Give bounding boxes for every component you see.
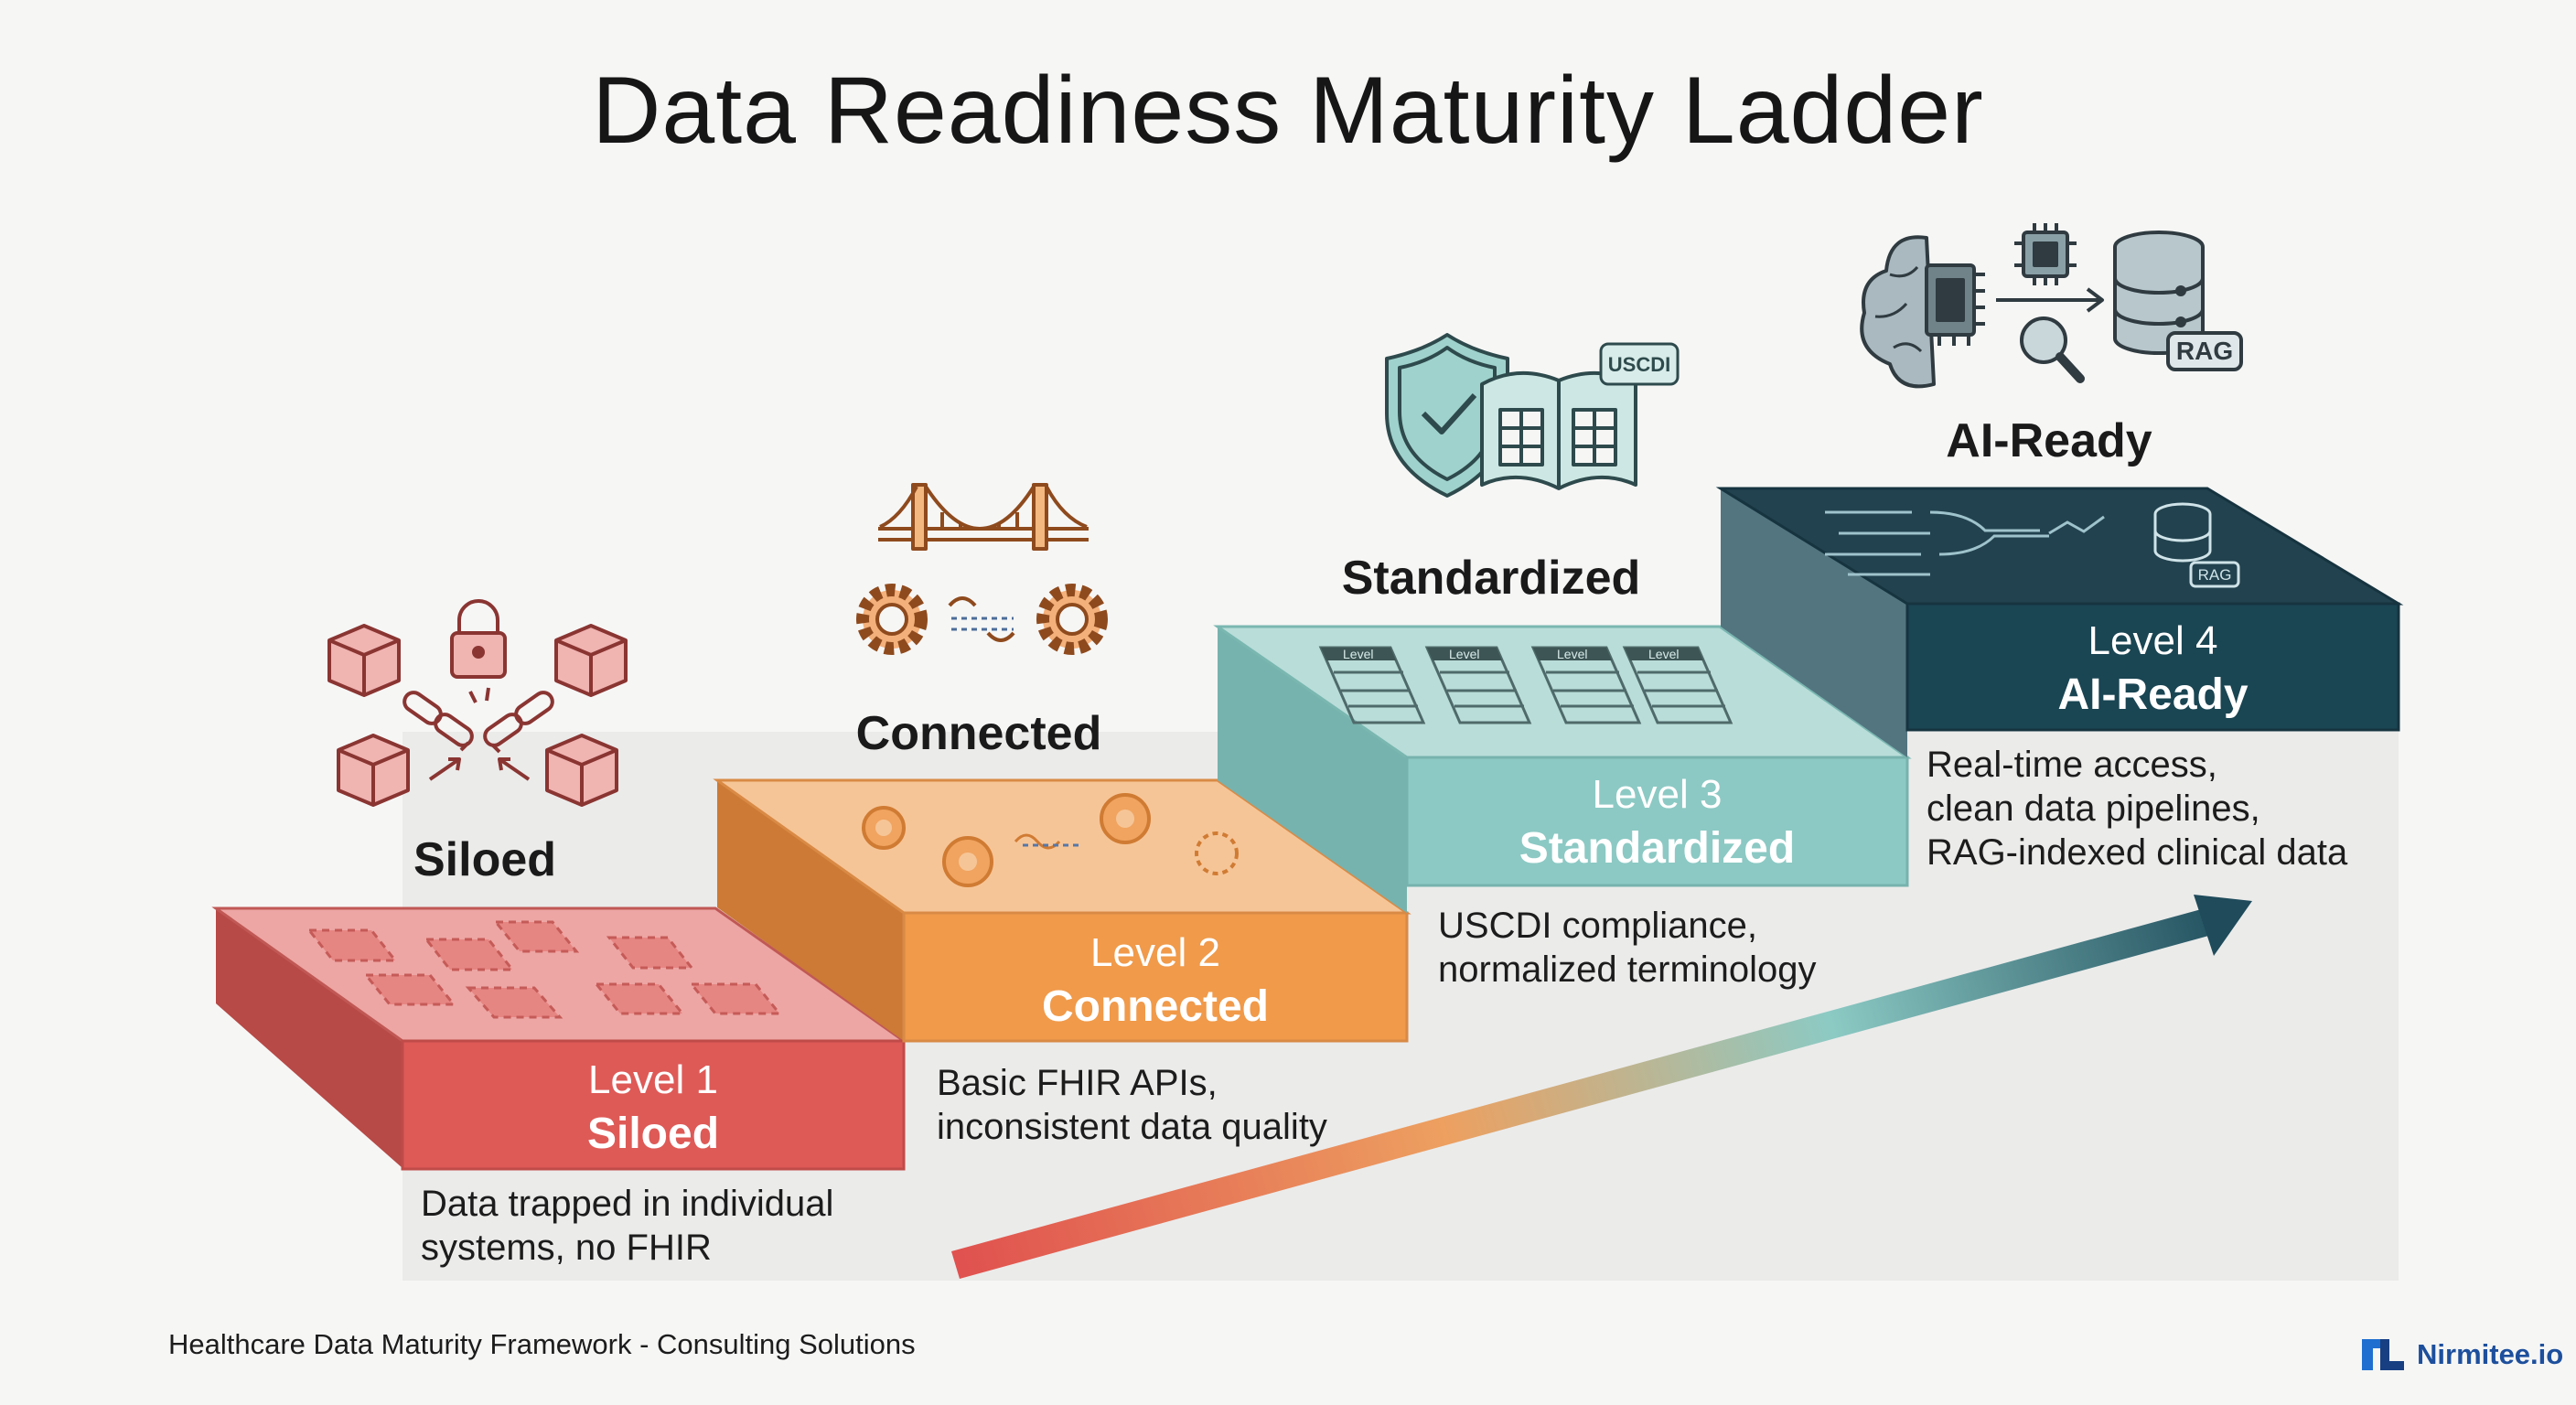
level-3-label: Level 3 — [1592, 772, 1723, 817]
broken-chain-icon — [402, 687, 554, 781]
level-4-description: Real-time access, clean data pipelines, … — [1927, 743, 2347, 874]
level-1-description: Data trapped in individual systems, no F… — [421, 1182, 833, 1270]
database-icon — [2113, 231, 2243, 371]
level-1-label: Level 1 — [588, 1057, 718, 1102]
tab-label-2: Level — [1449, 647, 1479, 661]
siloed-icons — [327, 599, 628, 807]
gear-icon — [1036, 584, 1108, 655]
tab-label-1: Level — [1343, 647, 1373, 661]
step4-rag-label: RAG — [2198, 566, 2232, 584]
nirmitee-logo-icon — [2362, 1339, 2404, 1370]
cpu-icon — [2014, 223, 2077, 285]
level-1-face: Level 1 Siloed — [402, 1054, 904, 1162]
description-line: USCDI compliance, — [1438, 906, 1758, 946]
uscdi-badge — [1599, 342, 1680, 386]
brand-logo: Nirmitee.io — [2362, 1337, 2563, 1372]
step-1-block — [211, 906, 908, 1171]
open-book-icon — [1480, 370, 1637, 490]
level-2-face: Level 2 Connected — [904, 927, 1407, 1035]
description-line: Data trapped in individual — [421, 1184, 834, 1224]
level-3-description: USCDI compliance, normalized terminology — [1438, 904, 1817, 992]
level-4-label: Level 4 — [2088, 618, 2218, 663]
uscdi-badge-label: USCDI — [1608, 353, 1670, 376]
description-line: Real-time access, — [1927, 745, 2217, 785]
description-line: RAG-indexed clinical data — [1927, 832, 2348, 873]
level-3-name: Standardized — [1519, 824, 1796, 873]
brand-name: Nirmitee.io — [2417, 1338, 2564, 1370]
growth-arrow — [951, 895, 2252, 1279]
stage-title-ai-ready: AI-Ready — [1946, 414, 2152, 467]
level-2-name: Connected — [1041, 982, 1269, 1031]
tab-label-3: Level — [1557, 647, 1587, 661]
stage-title-standardized: Standardized — [1341, 552, 1641, 605]
level-3-face: Level 3 Standardized — [1407, 768, 1907, 876]
tab-label-4: Level — [1648, 647, 1679, 661]
magnifier-icon — [2020, 316, 2085, 383]
stage-title-connected: Connected — [855, 707, 1102, 760]
description-line: inconsistent data quality — [937, 1107, 1327, 1147]
package-icon — [554, 624, 628, 697]
package-icon — [327, 624, 401, 697]
page-title: Data Readiness Maturity Ladder — [592, 58, 1984, 164]
gear-icon — [856, 584, 928, 655]
standardized-icons — [1385, 333, 1680, 498]
description-line: Basic FHIR APIs, — [937, 1063, 1218, 1103]
level-4-name: AI-Ready — [2057, 670, 2249, 719]
description-line: clean data pipelines, — [1927, 788, 2260, 829]
step-4-block: RAG — [1715, 487, 2404, 757]
bridge-icon — [878, 483, 1089, 551]
brain-chip-icon — [1860, 235, 1985, 389]
rag-badge-label: RAG — [2176, 337, 2233, 365]
level-1-name: Siloed — [586, 1110, 720, 1158]
step-2-block — [713, 778, 1411, 1043]
padlock-icon — [450, 599, 507, 679]
description-line: normalized terminology — [1438, 949, 1817, 990]
package-icon — [545, 734, 618, 807]
description-line: systems, no FHIR — [421, 1228, 712, 1268]
level-2-label: Level 2 — [1090, 930, 1220, 975]
level-4-face: Level 4 AI-Ready — [1907, 615, 2399, 723]
stage-title-siloed: Siloed — [413, 833, 557, 886]
ai-ready-icons — [1860, 223, 2243, 389]
footer-caption: Healthcare Data Maturity Framework - Con… — [168, 1328, 916, 1360]
step-3-block: Level Level Level Level — [1213, 625, 1912, 913]
level-2-description: Basic FHIR APIs, inconsistent data quali… — [937, 1061, 1327, 1149]
connected-icons — [856, 483, 1108, 655]
package-icon — [337, 734, 410, 807]
